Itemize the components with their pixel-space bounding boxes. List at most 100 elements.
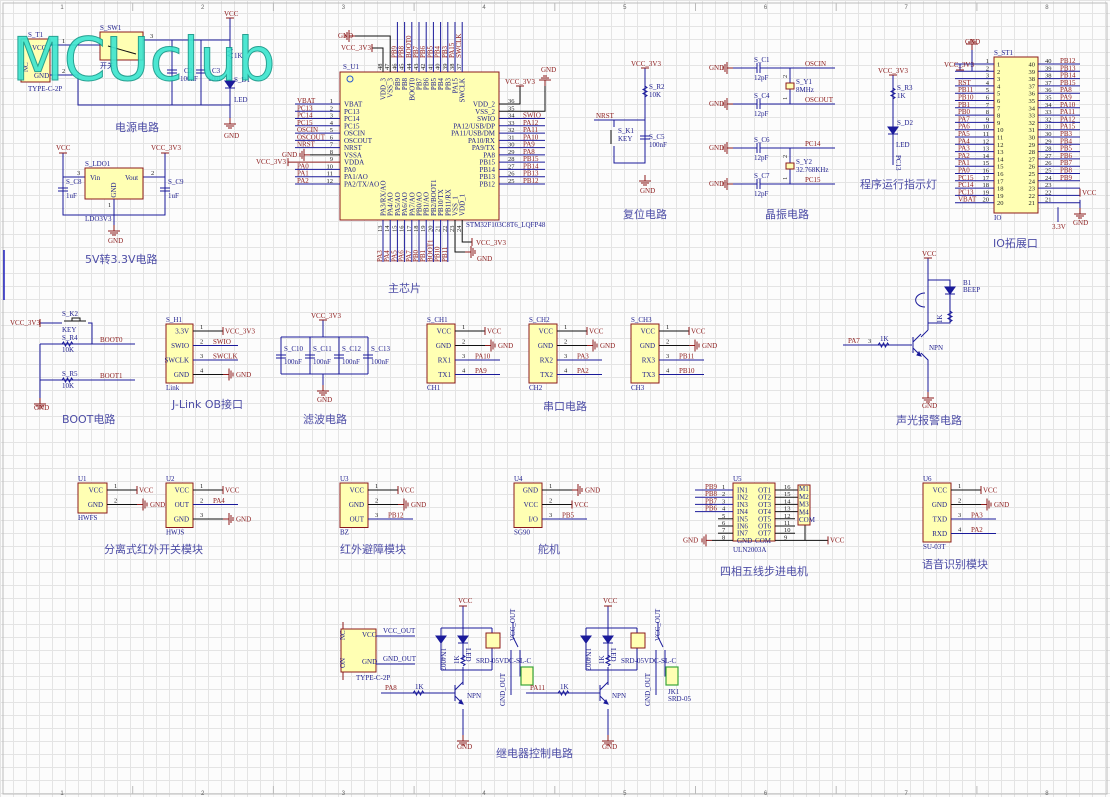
pin-name: OT6 bbox=[758, 523, 771, 531]
npn-arrow bbox=[603, 699, 609, 705]
component-part: Link bbox=[166, 384, 180, 392]
pin-number: 40 bbox=[1045, 58, 1052, 65]
net-label: PB12 bbox=[523, 177, 539, 185]
pin-number: 44 bbox=[406, 63, 413, 70]
label: 1K bbox=[936, 314, 944, 323]
ground-symbol bbox=[572, 484, 583, 496]
pin-number: 2 bbox=[200, 498, 203, 505]
pin-name: PB8 bbox=[401, 78, 409, 91]
key-switch-icon bbox=[64, 317, 86, 322]
component-body bbox=[84, 167, 144, 200]
pin-name: NC bbox=[339, 630, 347, 640]
label: GND bbox=[683, 536, 698, 544]
ground-symbol bbox=[108, 225, 120, 236]
component-part: ULN2003A bbox=[733, 546, 766, 554]
ground-line bbox=[981, 498, 992, 511]
net-label: PA3 bbox=[376, 250, 384, 262]
net-label: PC15 bbox=[805, 176, 821, 184]
net-label: PB10 bbox=[679, 367, 695, 375]
wire bbox=[461, 220, 472, 243]
ground-line bbox=[223, 368, 234, 381]
label: S_C12 bbox=[342, 345, 362, 353]
wire bbox=[88, 322, 93, 344]
pin-name: OT3 bbox=[758, 501, 771, 509]
crystal-icon bbox=[785, 162, 795, 170]
label: 1K bbox=[415, 683, 424, 691]
label: 2 bbox=[151, 170, 154, 177]
pin-name: PA1/AO bbox=[344, 173, 368, 181]
frame-column-number: 6 bbox=[764, 5, 768, 11]
net-label: PB5 bbox=[1060, 145, 1073, 153]
component-designator: U5 bbox=[733, 475, 742, 483]
ground-line bbox=[398, 498, 409, 511]
pin-number: 19 bbox=[983, 189, 990, 196]
component-part: TYPE-C-2P bbox=[28, 85, 62, 93]
label: S_R5 bbox=[62, 370, 78, 378]
component-designator: U6 bbox=[923, 475, 932, 483]
pin-number: 38 bbox=[449, 64, 456, 71]
pin-number: 6 bbox=[986, 95, 990, 102]
label: C2 bbox=[184, 67, 193, 75]
net-label: GND bbox=[477, 255, 492, 263]
net-label: PB14 bbox=[1060, 72, 1076, 80]
pin-name: PB9 bbox=[394, 78, 402, 91]
component-body bbox=[20, 38, 51, 83]
pin-name: VCC bbox=[350, 487, 365, 495]
io-part: IO bbox=[994, 214, 1001, 222]
net-label: PC13 bbox=[297, 104, 313, 112]
net-label: PA2 bbox=[577, 367, 589, 375]
net-label: PA9 bbox=[1060, 94, 1072, 102]
label: SRD-05 bbox=[668, 695, 691, 703]
pin-name: OT4 bbox=[758, 508, 771, 516]
pin-number: 31 bbox=[508, 134, 515, 141]
pin-number: 8 bbox=[997, 113, 1000, 120]
label: GND bbox=[224, 132, 239, 140]
pin-number: 26 bbox=[508, 171, 515, 178]
pin-number: 22 bbox=[1029, 193, 1036, 200]
net-label: PA6 bbox=[398, 250, 406, 262]
label: S_R3 bbox=[897, 84, 913, 92]
net-label: PA15 bbox=[1060, 123, 1076, 131]
pin-number: 21 bbox=[435, 226, 442, 233]
pin-name: IN3 bbox=[737, 501, 748, 509]
label: 100nF bbox=[342, 358, 360, 366]
pin-number: 29 bbox=[1029, 142, 1036, 149]
pin-name: PB12 bbox=[479, 180, 495, 188]
net-label: VCC bbox=[400, 487, 415, 495]
pin-number: 8 bbox=[722, 534, 725, 541]
pin-number: 39 bbox=[442, 64, 449, 71]
pin-name: IN6 bbox=[737, 523, 748, 531]
label: 1 bbox=[108, 202, 111, 209]
ground-symbol bbox=[966, 39, 978, 50]
net-label: SWCLK bbox=[213, 353, 238, 361]
component-body bbox=[528, 323, 558, 384]
pin-name: TX2 bbox=[540, 371, 553, 379]
section-title-ir-switch: 分离式红外开关模块 bbox=[104, 542, 203, 556]
mcu-body bbox=[339, 71, 500, 221]
label: BEEP bbox=[963, 286, 980, 294]
net-label: VBAT bbox=[958, 196, 977, 204]
pin-number: 7 bbox=[986, 102, 990, 109]
pin-number: 5 bbox=[722, 513, 725, 520]
pin-number: 11 bbox=[327, 171, 333, 178]
pin-name: NC bbox=[22, 62, 30, 72]
frame-column-number: 7 bbox=[905, 5, 909, 11]
net-label: PC14 bbox=[805, 140, 821, 148]
wire bbox=[928, 279, 951, 324]
pin-name: GND bbox=[523, 487, 538, 495]
net-label: GND bbox=[338, 32, 353, 40]
net-label: SWCLK bbox=[455, 34, 463, 59]
pin-number: 42 bbox=[420, 64, 427, 71]
resistor-icon bbox=[412, 689, 425, 697]
pin-name: 3.3V bbox=[175, 328, 189, 336]
pin-name: GND bbox=[362, 658, 377, 666]
label: LED bbox=[234, 96, 248, 104]
frame-column-number: 1 bbox=[60, 5, 64, 11]
pin-name: PB11/RX bbox=[444, 189, 452, 216]
relay-jack bbox=[520, 666, 534, 686]
pin-number: 4 bbox=[722, 506, 726, 513]
net-label: PB8 bbox=[705, 490, 718, 498]
label: VCC bbox=[922, 250, 937, 258]
label: VCC_OUT bbox=[654, 608, 662, 641]
pin-number: 20 bbox=[427, 226, 434, 233]
